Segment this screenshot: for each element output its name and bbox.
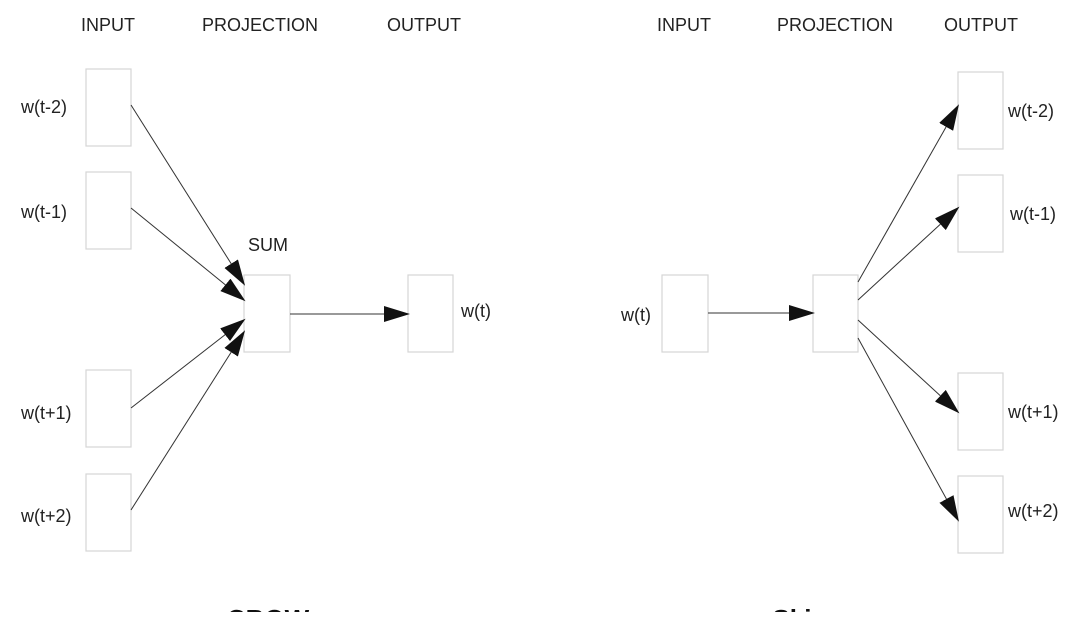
cbow-input-box-3 bbox=[85, 369, 132, 448]
cbow-projection-box bbox=[243, 274, 291, 353]
skipgram-input-label: w(t) bbox=[620, 305, 651, 325]
cbow-input-label: w(t+1) bbox=[20, 403, 72, 423]
skipgram-output-label: w(t-2) bbox=[1007, 101, 1054, 121]
skipgram-arrow bbox=[857, 337, 959, 522]
cbow-arrow bbox=[130, 207, 246, 302]
skipgram-output-box-3 bbox=[957, 372, 1004, 451]
cbow-input-header: INPUT bbox=[81, 15, 135, 35]
cbow-arrow bbox=[130, 318, 246, 409]
cbow-diagram: INPUT PROJECTION OUTPUT w(t-2) w(t-1) w(… bbox=[20, 15, 491, 617]
skipgram-diagram: INPUT PROJECTION OUTPUT w(t) w(t-2) w(t-… bbox=[620, 15, 1059, 617]
skipgram-arrow bbox=[857, 104, 959, 283]
cbow-input-label: w(t-1) bbox=[20, 202, 67, 222]
skipgram-input-header: INPUT bbox=[657, 15, 711, 35]
skipgram-output-header: OUTPUT bbox=[944, 15, 1018, 35]
skipgram-output-label: w(t+2) bbox=[1007, 501, 1059, 521]
cbow-sum-label: SUM bbox=[248, 235, 288, 255]
cbow-output-header: OUTPUT bbox=[387, 15, 461, 35]
skipgram-arrow bbox=[857, 206, 960, 301]
skipgram-output-box-1 bbox=[957, 71, 1004, 150]
cbow-output-label: w(t) bbox=[460, 301, 491, 321]
cbow-title: CBOW bbox=[227, 604, 310, 612]
cbow-input-box-4 bbox=[85, 473, 132, 552]
cbow-input-label: w(t+2) bbox=[20, 506, 72, 526]
cbow-projection-header: PROJECTION bbox=[202, 15, 318, 35]
cbow-output-box bbox=[407, 274, 454, 353]
skipgram-input-box bbox=[661, 274, 709, 353]
cbow-arrow bbox=[130, 104, 246, 286]
skipgram-title: Skip-gram bbox=[772, 604, 899, 612]
cbow-input-box-1 bbox=[85, 68, 132, 147]
cbow-input-box-2 bbox=[85, 171, 132, 250]
skipgram-output-box-2 bbox=[957, 174, 1004, 253]
skipgram-projection-header: PROJECTION bbox=[777, 15, 893, 35]
cbow-arrow bbox=[130, 330, 246, 511]
cbow-input-label: w(t-2) bbox=[20, 97, 67, 117]
skipgram-output-box-4 bbox=[957, 475, 1004, 554]
skipgram-arrow bbox=[857, 319, 960, 414]
skipgram-output-label: w(t+1) bbox=[1007, 402, 1059, 422]
skipgram-projection-box bbox=[812, 274, 859, 353]
skipgram-output-label: w(t-1) bbox=[1009, 204, 1056, 224]
